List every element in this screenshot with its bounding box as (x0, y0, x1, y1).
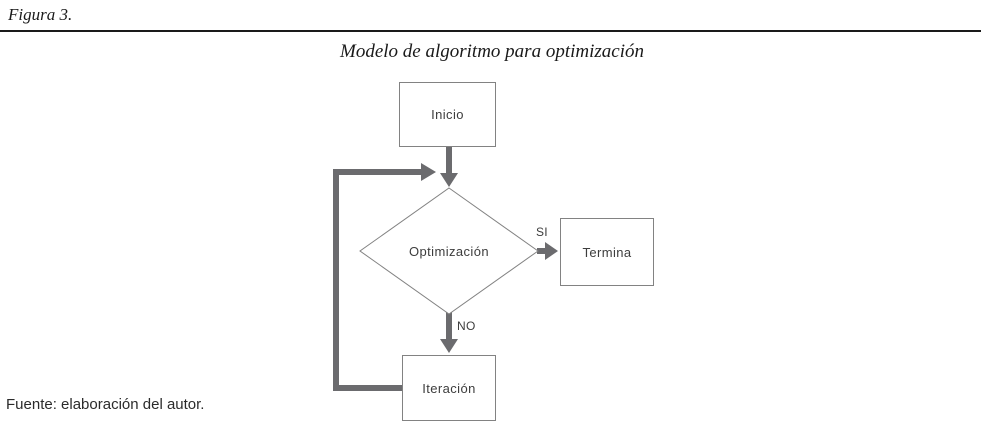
edge-label-si: SI (536, 225, 548, 239)
flow-node-label: Iteración (422, 380, 476, 396)
connector-iteracion-loop (333, 163, 436, 391)
arrowhead-right-icon (421, 163, 436, 181)
figure-title: Modelo de algoritmo para optimización (340, 41, 644, 62)
edge-label-no: NO (457, 319, 476, 333)
connector-optimizacion-to-iteracion (440, 311, 458, 353)
connector-inicio-to-optimizacion (440, 147, 458, 187)
horizontal-rule (0, 30, 981, 32)
flow-node-label: Termina (582, 244, 632, 260)
connector-optimizacion-to-termina (537, 242, 558, 260)
flow-node-iteracion: Iteración (402, 355, 496, 421)
figure-number-label: Figura 3. (8, 5, 73, 24)
flow-node-inicio: Inicio (399, 82, 496, 147)
arrowhead-right-icon (545, 242, 558, 260)
figure-source-note: Fuente: elaboración del autor. (6, 396, 205, 413)
arrowhead-down-icon (440, 339, 458, 353)
flow-node-optimizacion-label: Optimización (409, 244, 489, 259)
arrowhead-down-icon (440, 173, 458, 187)
flow-node-termina: Termina (560, 218, 654, 286)
flow-node-label: Inicio (431, 107, 464, 122)
decision-diamond (359, 187, 539, 315)
